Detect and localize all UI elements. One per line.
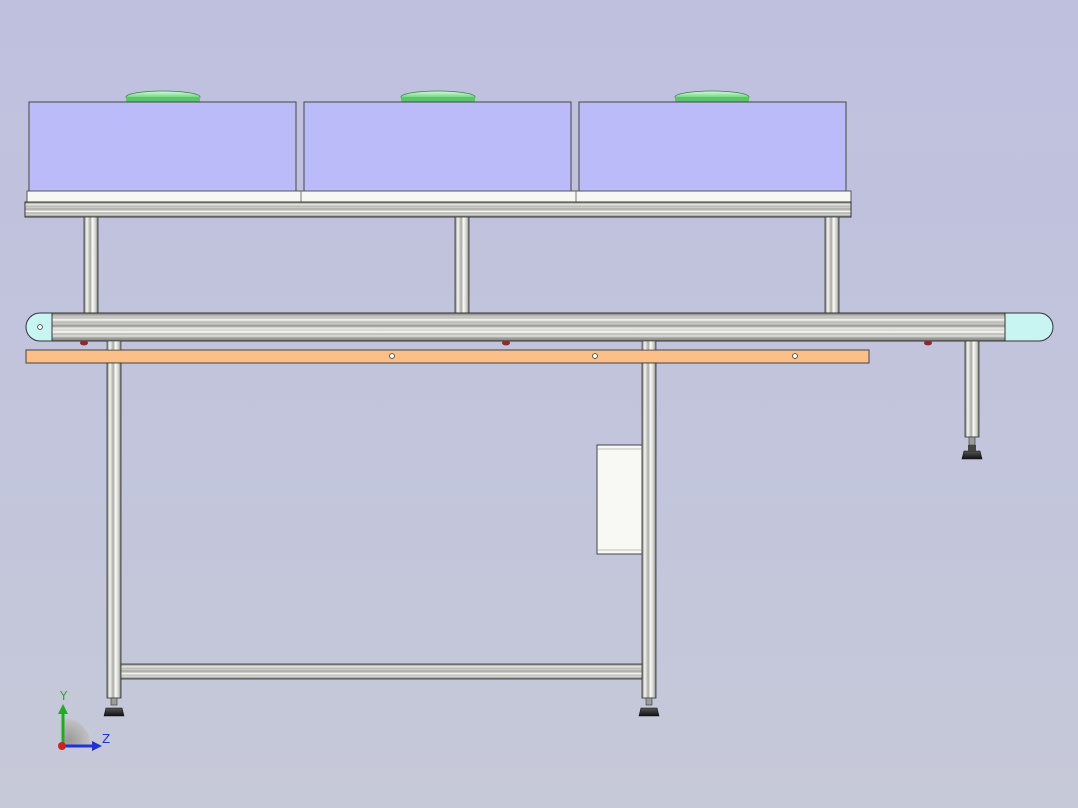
shelf-posts	[83, 216, 840, 314]
triad-y-label: Y	[60, 689, 68, 703]
orientation-triad[interactable]	[58, 704, 102, 751]
bin-2[interactable]	[303, 90, 572, 192]
triad-origin-x	[58, 742, 66, 750]
bin-1[interactable]	[28, 90, 297, 192]
side-rail[interactable]	[25, 349, 870, 364]
control-box[interactable]	[596, 444, 643, 555]
top-shelf	[24, 190, 852, 218]
bin-3[interactable]	[578, 90, 847, 192]
frame-crossbeam	[120, 663, 643, 680]
triad-z-label: Z	[102, 732, 111, 746]
frame-leg-left	[103, 362, 125, 717]
end-support-leg	[961, 340, 983, 460]
conveyor-belt[interactable]	[25, 312, 1054, 346]
belt-end-bolt	[37, 324, 43, 330]
